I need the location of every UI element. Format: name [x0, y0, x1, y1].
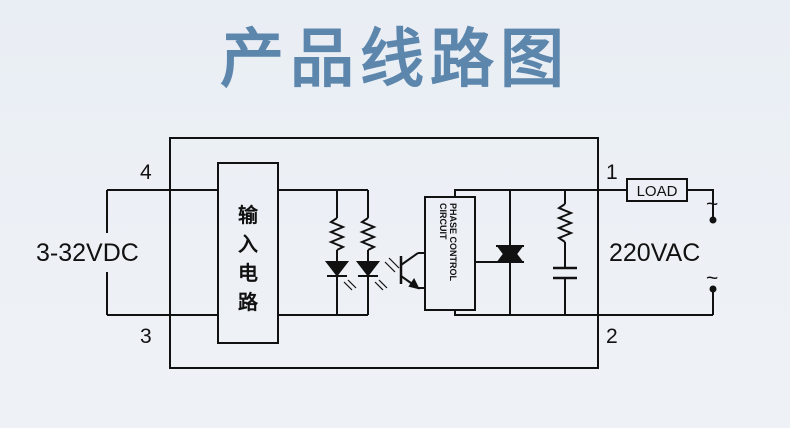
led-1 [324, 190, 357, 315]
pin-4-label: 4 [140, 161, 152, 184]
pin-3-label: 3 [140, 325, 152, 348]
phototransistor [384, 252, 425, 290]
ac-terminal-bottom [709, 285, 717, 293]
pin-1-label: 1 [606, 161, 618, 184]
rc-snubber [553, 190, 577, 315]
page-title: 产品线路图 [220, 23, 570, 97]
input-circuit-char-4: 路 [238, 290, 259, 314]
ac-terminal-top [709, 216, 717, 224]
input-circuit-char-3: 电 [238, 261, 258, 285]
ac-tilde-bottom: ~ [706, 267, 718, 290]
triac [475, 190, 524, 315]
input-voltage-label: 3-32VDC [36, 239, 139, 267]
output-voltage-label: 220VAC [609, 239, 700, 267]
pin-2-label: 2 [606, 325, 618, 348]
ac-tilde-top: ~ [706, 193, 718, 216]
output-wire-top [454, 189, 598, 197]
phase-control-label-2: CIRCUIT [438, 203, 448, 240]
load-wire-right [687, 189, 714, 218]
phase-control-box [424, 196, 476, 311]
led-2 [355, 190, 388, 315]
phase-control-label-1: PHASE CONTROL [448, 203, 458, 282]
output-wire-bottom [454, 310, 598, 316]
module-outline [169, 137, 599, 369]
input-circuit-char-2: 入 [238, 232, 258, 256]
load-label: LOAD [637, 183, 678, 200]
input-circuit-char-1: 输 [238, 203, 259, 227]
input-circuit-box [217, 162, 279, 344]
